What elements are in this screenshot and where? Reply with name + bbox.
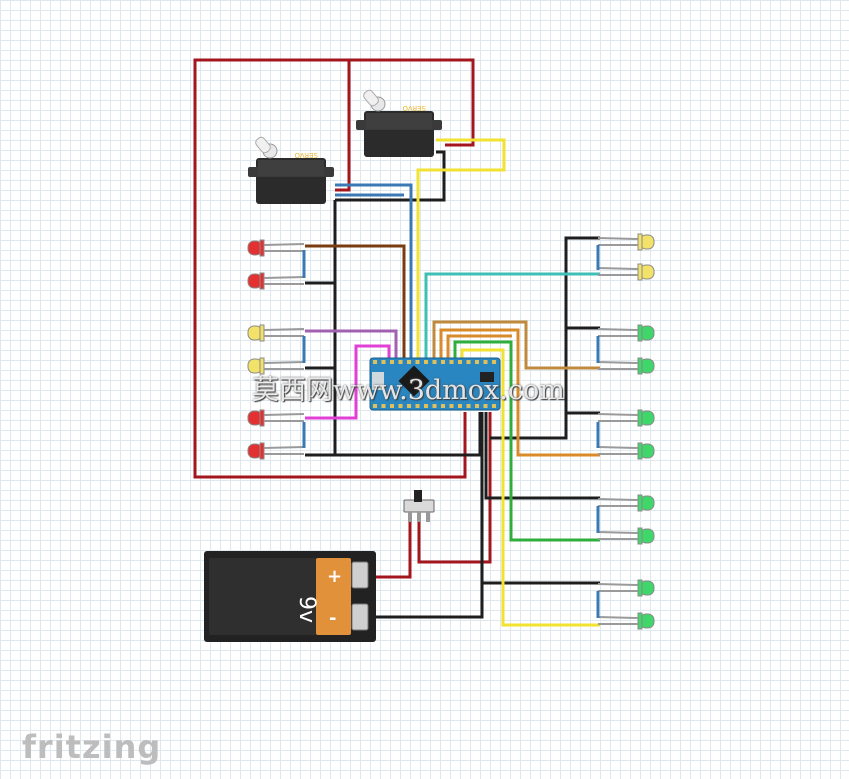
board-pin[interactable] [415, 404, 420, 408]
servo-motor-1[interactable]: SERVO [248, 136, 334, 204]
board-pin[interactable] [390, 404, 394, 408]
board-pin[interactable] [407, 360, 411, 364]
signal-wires [305, 138, 600, 627]
yellow-led-wire[interactable] [460, 348, 600, 627]
led-green[interactable] [597, 357, 655, 375]
black-right-bus[interactable] [490, 236, 600, 440]
led-green[interactable] [597, 442, 655, 460]
board-pin[interactable] [415, 360, 420, 364]
servo-motor-2[interactable]: SERVO [356, 89, 442, 157]
led-green[interactable] [597, 409, 655, 427]
blue-servo1-signal[interactable] [335, 183, 413, 360]
led-yellow[interactable] [597, 263, 655, 281]
board-pin[interactable] [475, 360, 479, 364]
board-pin[interactable] [441, 360, 445, 364]
black-right-led3[interactable] [484, 412, 600, 500]
led-yellow[interactable] [597, 233, 655, 251]
board-pin[interactable] [475, 404, 479, 408]
led-yellow[interactable] [247, 324, 305, 342]
board-pin[interactable] [373, 360, 377, 364]
board-pin[interactable] [483, 404, 488, 408]
brown-led-wire[interactable] [305, 244, 406, 360]
board-pin[interactable] [432, 404, 437, 408]
board-pin[interactable] [466, 404, 471, 408]
led-green[interactable] [597, 579, 655, 597]
board-pin[interactable] [381, 404, 386, 408]
board-pin[interactable] [390, 360, 394, 364]
board-pin[interactable] [449, 404, 454, 408]
board-pin[interactable] [458, 360, 462, 364]
tan-led-wire[interactable] [432, 320, 600, 370]
red-battery-switch[interactable] [372, 522, 412, 579]
led-yellow[interactable] [247, 357, 305, 375]
orange-led-wire[interactable] [446, 334, 512, 360]
battery-voltage-label: 9v [294, 596, 319, 623]
servo-label: SERVO [402, 104, 426, 112]
board-pin[interactable] [424, 360, 428, 364]
board-pin[interactable] [381, 360, 386, 364]
board-pin[interactable] [458, 404, 462, 408]
battery-minus-label: - [329, 608, 336, 629]
board-pin[interactable] [407, 404, 411, 408]
right-led-column [596, 233, 655, 630]
black-left-led3[interactable] [305, 412, 482, 457]
arduino-nano-board[interactable] [369, 357, 501, 411]
black-servo2[interactable] [335, 150, 446, 202]
board-pin[interactable] [492, 360, 496, 364]
board-pin[interactable] [492, 404, 496, 408]
battery-plus-label: + [327, 566, 342, 587]
led-green[interactable] [597, 527, 655, 545]
led-green[interactable] [597, 494, 655, 512]
board-pin[interactable] [449, 360, 454, 364]
red-outer-loop[interactable] [193, 58, 475, 479]
power-wires-red [193, 58, 492, 579]
board-pin[interactable] [424, 404, 428, 408]
board-pin[interactable] [432, 360, 437, 364]
led-red[interactable] [247, 409, 305, 427]
led-green[interactable] [597, 612, 655, 630]
black-battery-neg[interactable] [372, 412, 484, 619]
red-inner-loop[interactable] [335, 60, 351, 192]
magenta-led-wire[interactable] [305, 344, 391, 420]
board-pin[interactable] [483, 360, 488, 364]
green-led-wire[interactable] [453, 340, 600, 542]
board-pin[interactable] [441, 404, 445, 408]
led-green[interactable] [597, 324, 655, 342]
battery-9v[interactable]: + - 9v [204, 551, 376, 642]
cyan-led-wire[interactable] [424, 272, 600, 360]
led-red[interactable] [247, 239, 305, 257]
watermark-text: 莫西网www.3dmox.com [252, 375, 565, 406]
yellow-servo2-signal[interactable] [416, 138, 506, 360]
led-red[interactable] [247, 272, 305, 290]
purple-led-wire[interactable] [305, 329, 398, 360]
board-pin[interactable] [398, 360, 403, 364]
led-red[interactable] [247, 442, 305, 460]
red-switch-board[interactable] [417, 412, 492, 564]
slide-switch[interactable] [403, 490, 435, 522]
board-pin[interactable] [466, 360, 471, 364]
left-led-column [247, 239, 306, 460]
board-pin[interactable] [398, 404, 403, 408]
fritzing-logo: fritzing [22, 728, 162, 766]
tan-led-wire-2[interactable] [439, 328, 600, 457]
servo-label: SERVO [294, 151, 318, 159]
board-pin[interactable] [373, 404, 377, 408]
